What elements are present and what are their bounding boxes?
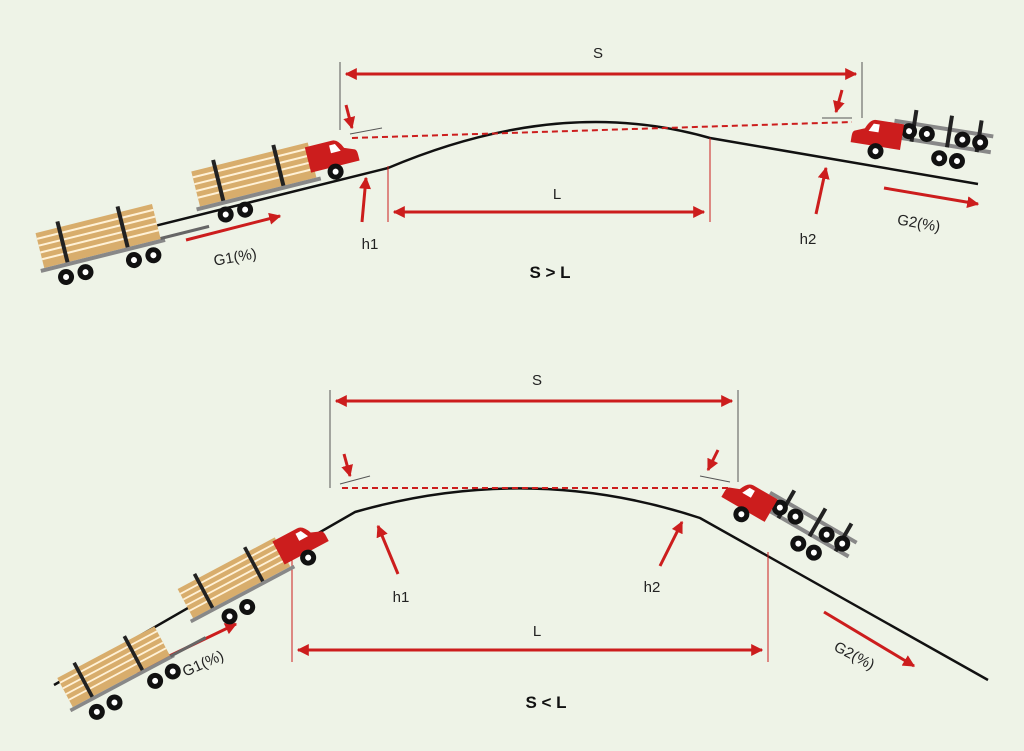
top-h1-label: h1 <box>362 236 379 253</box>
top-diagram: S L h1 h2 G1(%) G2(%) <box>29 45 996 287</box>
bottom-caption: S < L <box>525 693 566 712</box>
top-g1-arrow <box>185 212 282 242</box>
bottom-eye-arrow-right <box>706 449 720 472</box>
top-eye-mark-left <box>349 127 383 135</box>
bottom-eye-arrow-left <box>341 453 353 478</box>
top-l-label: L <box>553 186 561 203</box>
top-s-label: S <box>593 45 603 62</box>
top-h1-arrow <box>359 176 371 223</box>
top-eye-arrow-left <box>343 104 356 130</box>
bottom-downhill-truck <box>714 474 864 576</box>
top-h2-arrow <box>814 166 830 215</box>
top-sight-line <box>351 121 853 139</box>
bottom-g2-arrow <box>823 610 916 668</box>
bottom-h2-arrow <box>658 520 684 567</box>
top-g1-label: G1(%) <box>212 245 258 269</box>
bottom-g2-label: G2(%) <box>831 638 877 673</box>
top-h2-label: h2 <box>800 231 817 248</box>
top-uphill-truck <box>29 134 363 287</box>
bottom-h1-label: h1 <box>393 589 410 606</box>
top-eye-arrow-right <box>833 89 845 114</box>
bottom-uphill-truck <box>50 518 335 723</box>
bottom-eye-mark-right <box>699 475 731 483</box>
bottom-h2-label: h2 <box>644 579 661 596</box>
bottom-s-label: S <box>532 372 542 389</box>
top-g2-arrow <box>883 186 980 209</box>
bottom-l-label: L <box>533 623 541 640</box>
bottom-h1-arrow <box>376 524 400 575</box>
bottom-eye-mark-left <box>339 475 371 485</box>
bottom-g1-label: G1(%) <box>180 647 227 680</box>
bottom-road-profile <box>53 487 989 687</box>
bottom-diagram: S L h1 h2 G1(%) G2(%) <box>50 372 989 723</box>
top-road-profile <box>49 120 979 254</box>
top-g2-label: G2(%) <box>896 211 942 235</box>
top-caption: S > L <box>529 263 570 282</box>
